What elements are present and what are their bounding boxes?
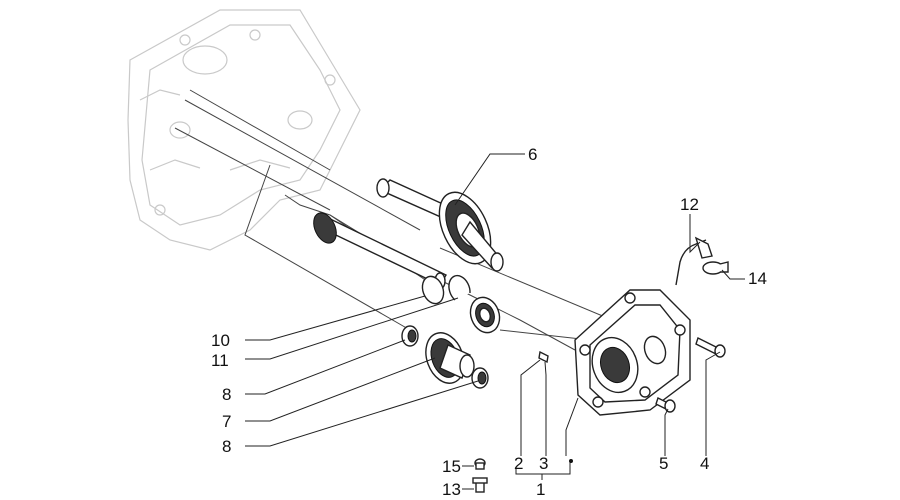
pinion-shaft	[313, 212, 447, 290]
washer	[474, 458, 486, 470]
output-shaft-gear	[376, 178, 504, 272]
bearing	[469, 296, 501, 334]
callout-10: 10	[211, 331, 230, 350]
callout-3: 3	[539, 454, 548, 473]
screw-short	[655, 397, 676, 413]
callouts: 6 12 14 10 11 8 7 8 2 3 1 5 4 15 13	[211, 145, 767, 499]
leader-lines	[245, 153, 745, 480]
callout-1: 1	[536, 480, 545, 499]
snap-ring	[448, 274, 471, 301]
bushing-upper	[401, 325, 419, 347]
callout-15: 15	[442, 457, 461, 476]
callout-13: 13	[442, 480, 461, 499]
callout-5: 5	[659, 454, 668, 473]
screw-long	[695, 337, 726, 358]
bushing-lower	[471, 367, 489, 389]
bolt	[472, 477, 488, 493]
gear-cover	[574, 289, 691, 416]
intermediate-gear	[425, 332, 475, 384]
callout-15-leader	[462, 465, 474, 490]
callout-6: 6	[528, 145, 537, 164]
dowel-pin	[538, 350, 549, 364]
callout-2: 2	[514, 454, 523, 473]
callout-12: 12	[680, 195, 699, 214]
callout-11: 11	[211, 351, 229, 370]
callout-4: 4	[700, 454, 709, 473]
circlip	[421, 275, 445, 305]
breather-hose	[675, 236, 713, 286]
callout-14: 14	[748, 269, 767, 288]
callout-8-lower: 8	[222, 437, 231, 456]
callout-8-upper: 8	[222, 385, 231, 404]
callout-7: 7	[222, 412, 231, 431]
crankcase-ghost	[127, 9, 361, 251]
